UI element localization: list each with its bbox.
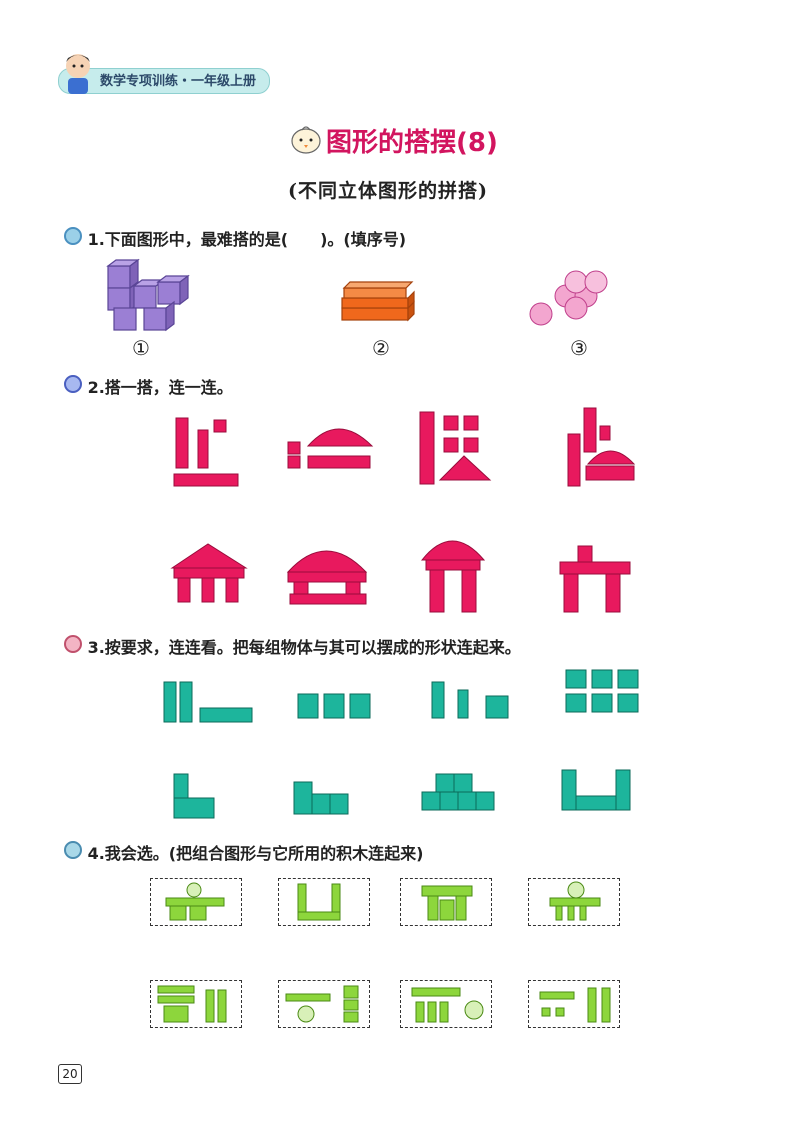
option-3-label: ③ [570, 336, 588, 360]
option-1-label: ① [132, 336, 150, 360]
block-set-4 [567, 407, 636, 487]
page-subtitle: (不同立体图形的拼搭) [288, 180, 488, 202]
combo-box-4 [528, 878, 620, 926]
teal-shape-2 [293, 781, 349, 815]
combo-box-1 [150, 878, 242, 926]
green-combo-4 [549, 881, 601, 921]
blocks-box-1 [150, 980, 242, 1028]
green-blocks-2 [285, 985, 359, 1023]
boy-avatar-icon [66, 54, 90, 94]
question-4-text: 4.我会选。(把组合图形与它所用的积木连起来) [87, 844, 424, 863]
teal-set-2 [297, 693, 371, 719]
option-2-label: ② [372, 336, 390, 360]
blocks-box-3 [400, 980, 492, 1028]
question-bullet-icon [64, 841, 82, 859]
purple-cube-stack [106, 258, 190, 332]
question-2-text: 2.搭一搭，连一连。 [87, 378, 233, 397]
pink-ball-stack [529, 270, 608, 326]
teal-shape-4 [561, 769, 631, 811]
built-dome-shape [286, 550, 368, 605]
page-title: 图形的搭摆(8) [326, 128, 498, 158]
banner-strip [58, 68, 270, 94]
teal-shape-3 [421, 773, 495, 811]
green-blocks-4 [539, 987, 611, 1023]
page-number: 20 [58, 1064, 82, 1084]
question-3-text: 3.按要求，连连看。把每组物体与其可以摆成的形状连起来。 [87, 638, 521, 657]
blocks-box-4 [528, 980, 620, 1028]
green-combo-2 [297, 883, 341, 921]
question-4: 4.我会选。(把组合图形与它所用的积木连起来) [64, 840, 423, 864]
green-combo-1 [165, 882, 225, 921]
question-1-text: 1.下面图形中，最难搭的是( )。(填序号) [87, 230, 407, 249]
question-2: 2.搭一搭，连一连。 [64, 374, 233, 398]
combo-box-2 [278, 878, 370, 926]
green-blocks-1 [157, 985, 227, 1023]
question-bullet-icon [64, 227, 82, 245]
teal-set-1 [163, 681, 253, 723]
banner-text: 数学专项训练・一年级上册 [100, 74, 257, 89]
orange-bar-stack [341, 281, 415, 322]
built-mushroom-shape [420, 540, 486, 613]
block-set-2 [287, 428, 374, 469]
question-1: 1.下面图形中，最难搭的是( )。(填序号) [64, 226, 406, 250]
built-house-shape [170, 543, 248, 603]
chick-icon [291, 126, 321, 154]
question-bullet-icon [64, 635, 82, 653]
combo-box-3 [400, 878, 492, 926]
blocks-box-2 [278, 980, 370, 1028]
teal-shape-1 [173, 773, 215, 819]
teal-set-4 [565, 669, 639, 713]
green-blocks-3 [411, 987, 484, 1023]
block-set-1 [173, 417, 239, 487]
question-bullet-icon [64, 375, 82, 393]
teal-set-3 [431, 681, 509, 719]
green-combo-3 [421, 885, 473, 921]
question-3: 3.按要求，连连看。把每组物体与其可以摆成的形状连起来。 [64, 634, 521, 658]
built-table-shape [559, 545, 631, 613]
block-set-3 [419, 411, 492, 485]
